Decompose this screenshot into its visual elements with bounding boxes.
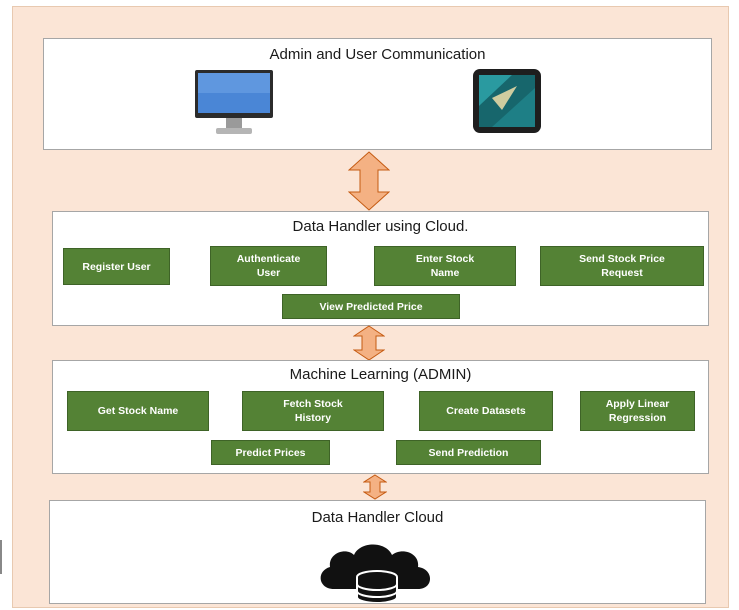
diagram-canvas: Admin and User Communication Data Handle… [12, 6, 729, 608]
desktop-monitor-icon [195, 70, 273, 134]
get-stock-name-box: Get Stock Name [67, 391, 209, 431]
machine-learning-layer-title: Machine Learning (ADMIN) [289, 366, 472, 383]
data-handler-layer-title: Data Handler using Cloud. [292, 218, 469, 235]
create-datasets-box: Create Datasets [419, 391, 553, 431]
double-arrow-2 [353, 325, 385, 361]
communication-layer-title: Admin and User Communication [269, 46, 486, 63]
tablet-icon [473, 69, 541, 133]
predict-prices-box: Predict Prices [211, 440, 330, 465]
communication-layer: Admin and User Communication [43, 38, 712, 150]
view-predicted-price-box: View Predicted Price [282, 294, 460, 319]
send-prediction-box: Send Prediction [396, 440, 541, 465]
send-stock-price-request-box: Send Stock Price Request [540, 246, 704, 286]
enter-stock-name-box: Enter Stock Name [374, 246, 516, 286]
cloud-database-icon [320, 544, 430, 603]
machine-learning-layer: Machine Learning (ADMIN) Get Stock Name … [52, 360, 709, 474]
register-user-box: Register User [63, 248, 170, 285]
fetch-stock-history-box: Fetch Stock History [242, 391, 384, 431]
authenticate-user-box: Authenticate User [210, 246, 327, 286]
double-arrow-1 [348, 151, 390, 211]
data-handler-layer: Data Handler using Cloud. Register User … [52, 211, 709, 326]
cloud-layer-title: Data Handler Cloud [311, 509, 444, 526]
cloud-layer: Data Handler Cloud [49, 500, 706, 604]
apply-linear-regression-box: Apply Linear Regression [580, 391, 695, 431]
double-arrow-3 [363, 474, 387, 500]
left-edge-mark [0, 540, 2, 574]
